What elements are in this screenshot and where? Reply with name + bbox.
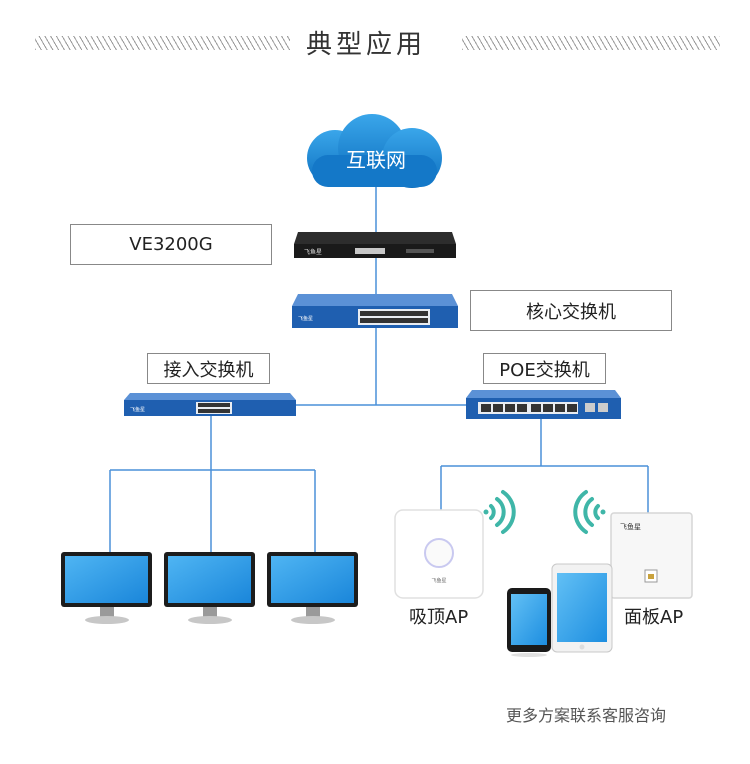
footer-contact-text: 更多方案联系客服咨询 <box>506 706 667 725</box>
panel-ap-logo: 飞鱼星 <box>620 522 641 531</box>
poe-switch-device <box>466 390 621 419</box>
access-switch-logo: 飞鱼星 <box>130 406 145 413</box>
monitor-2 <box>164 552 255 624</box>
page-title: 典型应用 <box>306 30 427 60</box>
tablet-large <box>551 563 613 653</box>
monitor-3 <box>267 552 358 624</box>
wifi-icon-right <box>483 490 516 534</box>
router-label-box: VE3200G <box>70 224 272 265</box>
router-device: 飞鱼星 <box>294 232 456 258</box>
access-switch-device: 飞鱼星 <box>124 393 296 416</box>
core-switch-label-box: 核心交换机 <box>470 290 672 331</box>
access-switch-label-box: 接入交换机 <box>147 353 270 384</box>
internet-cloud: 互联网 <box>307 114 442 188</box>
core-switch-logo: 飞鱼星 <box>298 315 313 322</box>
ceiling-ap-logo: 飞鱼星 <box>431 577 446 584</box>
router-logo: 飞鱼星 <box>304 248 322 256</box>
title-hatch-left <box>35 36 290 50</box>
tablet-small <box>507 588 551 657</box>
ceiling-ap-device: 飞鱼星 <box>394 509 484 599</box>
wifi-icon-left <box>573 490 606 534</box>
poe-switch-label-box: POE交换机 <box>483 353 606 384</box>
core-switch-device: 飞鱼星 <box>292 294 458 328</box>
panel-ap-label: 面板AP <box>624 607 684 628</box>
ceiling-ap-label: 吸顶AP <box>409 607 469 628</box>
cloud-label: 互联网 <box>346 148 406 172</box>
connection-lines <box>109 185 649 552</box>
title-hatch-right <box>462 36 720 50</box>
panel-ap-device: 飞鱼星 <box>610 512 693 599</box>
monitor-1 <box>61 552 152 624</box>
